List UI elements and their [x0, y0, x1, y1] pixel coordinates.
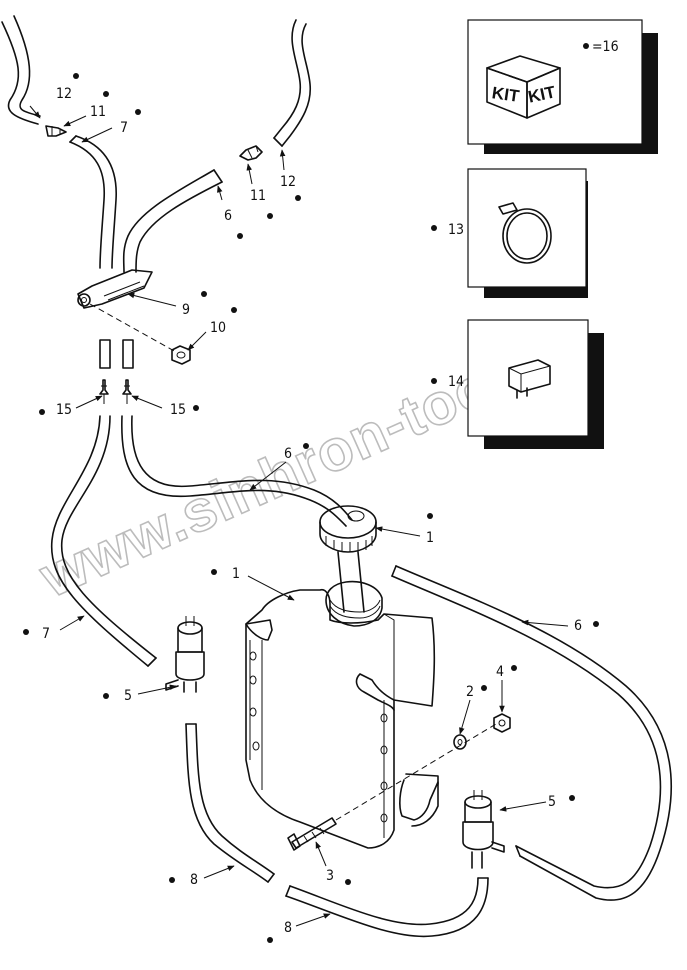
- callout-8-bottom: 8: [284, 920, 292, 936]
- kit-text-left: KIT: [491, 83, 521, 106]
- callout-6-upper: 6: [224, 208, 232, 224]
- callout-7-upper: 7: [120, 120, 128, 136]
- callout-12-left: 12: [56, 86, 72, 102]
- connector-11-left: [45, 125, 67, 137]
- callout-1-cap: 1: [426, 530, 434, 546]
- callout-9: 9: [182, 302, 190, 318]
- callout-12-right: 12: [280, 174, 296, 190]
- nut-4: [493, 713, 511, 733]
- callout-10: 10: [210, 320, 226, 336]
- bolt-3: [287, 817, 337, 851]
- legend-dot: [583, 43, 589, 49]
- hose-stubs: [99, 339, 134, 369]
- callout-7-lower: 7: [42, 626, 50, 642]
- callout-14: 14: [448, 374, 464, 390]
- hose-clamp-icon: [498, 202, 552, 264]
- callout-6-middle: 6: [284, 446, 292, 462]
- hose-6-upper: [122, 169, 223, 273]
- callout-4: 4: [496, 664, 504, 680]
- hose-6-middle: [121, 415, 353, 527]
- hose-8-left: [185, 723, 275, 883]
- callout-13: 13: [448, 222, 464, 238]
- hose-8-bottom: [285, 877, 489, 938]
- hose-6-right: [391, 565, 673, 901]
- hose-12-left: [1, 15, 41, 125]
- callout-leaders: [29, 105, 569, 927]
- callout-11-left: 11: [90, 104, 106, 120]
- hose-7-upper: [69, 135, 117, 269]
- reservoir-mount-holes: [249, 651, 388, 823]
- callout-15-right: 15: [170, 402, 186, 418]
- hose-7-lower: [50, 415, 157, 667]
- washer-2: [453, 734, 467, 750]
- clip-fastener-line: [89, 303, 177, 353]
- callout-15-left: 15: [56, 402, 72, 418]
- callout-1-tank: 1: [232, 566, 240, 582]
- nut-10: [171, 345, 191, 365]
- washer-reservoir-1: [245, 580, 439, 849]
- washer-pump-5-right: [462, 790, 505, 869]
- callout-6-right: 6: [574, 618, 582, 634]
- connector-11-right: [239, 145, 263, 161]
- kit-legend-box: KIT KIT =16: [467, 19, 658, 154]
- connector-15-right: [122, 379, 132, 404]
- callout-5-right: 5: [548, 794, 556, 810]
- connector-15-left: [99, 379, 109, 404]
- hose-12-right: [273, 19, 312, 147]
- callout-dots: [23, 73, 599, 943]
- callout-5-left: 5: [124, 688, 132, 704]
- reservoir-bracket: [399, 773, 439, 827]
- clip-9: [77, 269, 153, 309]
- callout-8-left: 8: [190, 872, 198, 888]
- washer-pump-5-left: [165, 616, 205, 693]
- callout-3: 3: [326, 868, 334, 884]
- kit-cube-icon: KIT KIT: [486, 55, 561, 119]
- callout-11-right: 11: [250, 188, 266, 204]
- bolt-alignment-line: [335, 723, 497, 821]
- callout-2: 2: [466, 684, 474, 700]
- legend-kit-label: =16: [592, 39, 619, 55]
- clamp-legend-box: [467, 168, 588, 298]
- fuse-legend-box: [467, 319, 604, 449]
- fuse-icon: [508, 359, 551, 399]
- callout-labels: 12 11 7 11 12 6 13 9 10 14 15 15 6 1 1 6…: [42, 86, 582, 936]
